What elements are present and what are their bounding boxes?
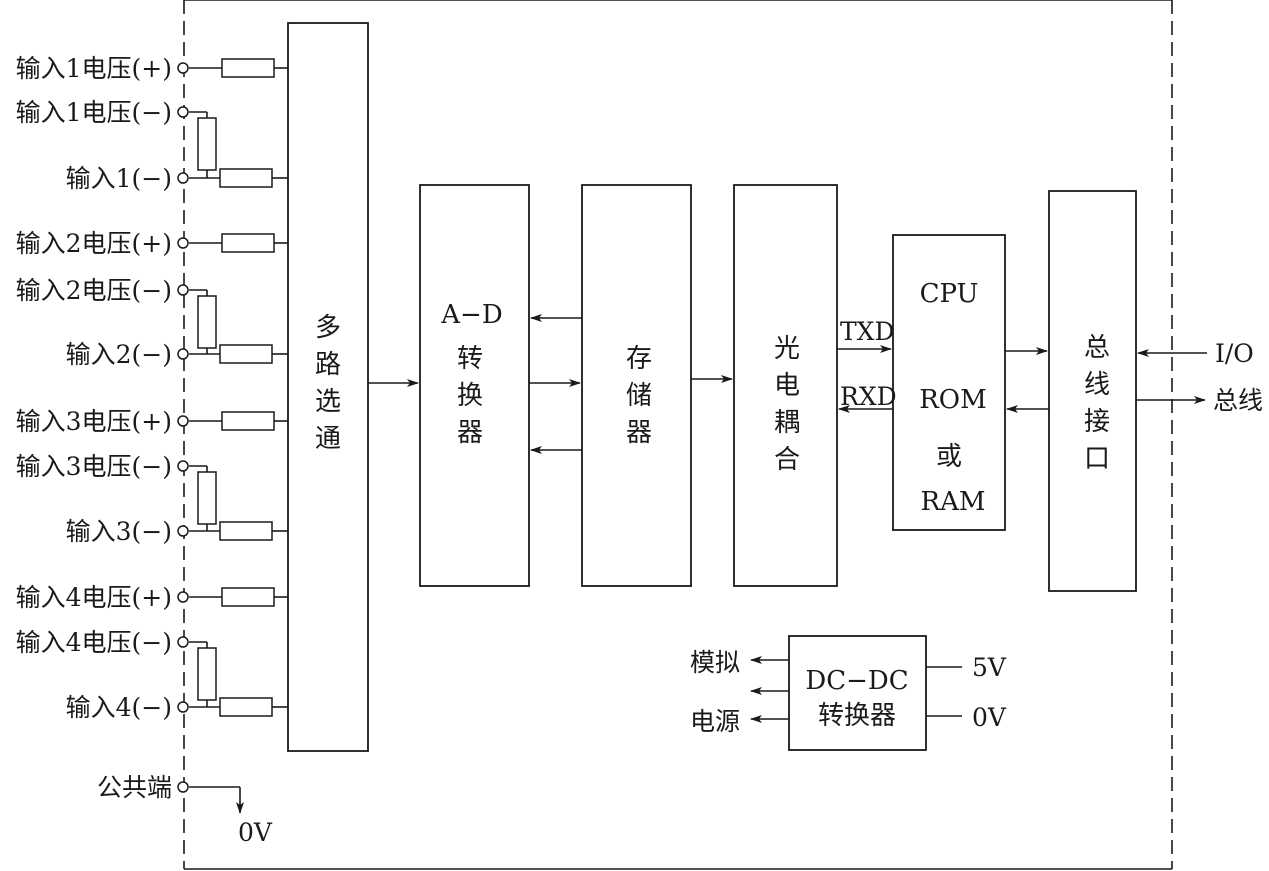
cpu-label: CPU [920,279,979,309]
opto-label: 耦 [774,408,800,438]
input-label: 输入4电压(−) [16,628,172,657]
input-label: 输入2(−) [66,340,172,369]
input-label: 输入1电压(+) [16,54,172,83]
input-label: 输入1(−) [66,164,172,193]
input-terminal [177,701,189,713]
input-label: 输入2电压(+) [16,229,172,258]
common-terminal [177,781,189,793]
bus-interface-label: 接 [1084,407,1110,437]
analog-power-label: 模拟 [690,648,740,677]
input-terminal [177,62,189,74]
mux-label: 通 [315,424,341,454]
bus-interface-label: 线 [1084,370,1110,400]
signal-arrows [368,314,1207,723]
input-terminal [177,525,189,537]
cpu-label: RAM [921,487,986,517]
resistor [219,344,273,364]
opto-label: 光 [774,334,800,364]
resistor [197,647,217,701]
resistor [219,168,273,188]
optocoupler-block [733,184,838,587]
rxd-label: RXD [840,382,897,411]
input-terminal [177,591,189,603]
input-label: 输入3电压(+) [16,407,172,436]
memory-block [581,184,692,587]
block-labels: 多 路 选 通 A−D 转 换 器 存 储 器 光 电 耦 合 CPU ROM … [315,279,1110,731]
input-terminal [177,237,189,249]
adc-label: 换 [457,381,483,411]
5v-label: 5V [972,653,1007,682]
opto-label: 合 [774,445,800,475]
dcdc-block [788,635,927,751]
resistor [221,411,275,431]
enclosure [183,0,1173,870]
memory-label: 存 [626,344,652,374]
input-terminal [177,415,189,427]
mux-label: 多 [315,313,341,343]
terminals [177,62,189,793]
input-wiring [189,58,288,814]
bus-interface-label: 口 [1084,444,1110,474]
opto-label: 电 [774,371,800,401]
input-label: 输入3电压(−) [16,452,172,481]
bus-label: 总线 [1213,386,1263,415]
mux-block [287,22,369,752]
analog-power-label: 电源 [690,707,740,736]
input-terminal [177,348,189,360]
bus-interface-label: 总 [1084,333,1110,363]
input-label: 输入1电压(−) [16,98,172,127]
input-terminal [177,172,189,184]
memory-label: 器 [626,418,652,448]
cpu-label: ROM [919,385,987,415]
resistor [221,58,275,78]
blocks [287,22,1137,752]
dcdc-label: DC−DC [805,666,908,696]
resistor [197,295,217,349]
input-label: 输入4(−) [66,693,172,722]
signal-labels: TXD RXD I/O 总线 5V 0V 模拟 电源 [690,317,1263,736]
input-label: 输入4电压(+) [16,583,172,612]
input-terminal [177,106,189,118]
mux-label: 选 [315,387,341,417]
input-labels: 输入1电压(+) 输入1电压(−) 输入1(−) 输入2电压(+) 输入2电压(… [16,54,273,847]
resistor [197,471,217,525]
resistor [221,233,275,253]
input-label: 输入2电压(−) [16,276,172,305]
mux-label: 路 [315,350,341,380]
memory-label: 储 [626,381,652,411]
bus-interface-block [1048,190,1137,592]
adc-label: 转 [457,344,483,374]
adc-block [419,184,530,587]
ground-label: 0V [238,818,273,847]
input-terminal [177,460,189,472]
resistor [219,521,273,541]
resistor [219,697,273,717]
resistor [221,587,275,607]
input-label: 输入3(−) [66,517,172,546]
adc-label: A−D [440,300,502,330]
common-label: 公共端 [97,773,172,802]
txd-label: TXD [840,317,895,346]
input-terminal [177,284,189,296]
dcdc-label: 转换器 [818,701,896,731]
io-label: I/O [1215,339,1254,368]
adc-label: 器 [457,418,483,448]
resistor [197,117,217,171]
cpu-block [892,234,1006,531]
input-terminal [177,636,189,648]
cpu-label: 或 [936,442,962,472]
0v-label: 0V [972,703,1007,732]
